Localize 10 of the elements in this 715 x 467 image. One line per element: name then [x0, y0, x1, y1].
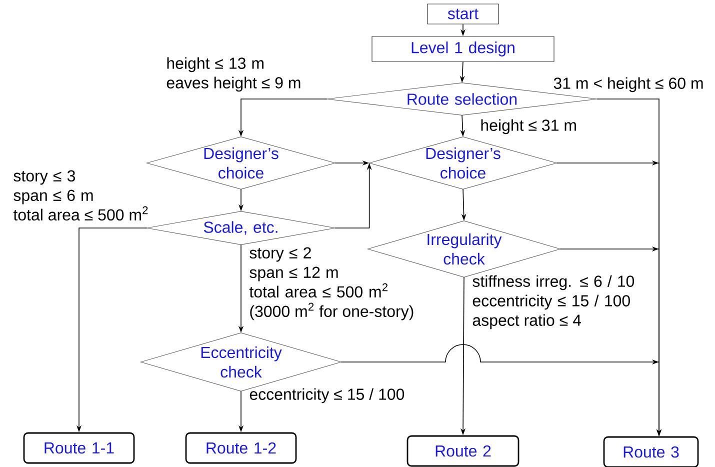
route-box: Route 3	[603, 436, 699, 467]
edge-label: story ≤ 3 span ≤ 6 m total area ≤ 500 m$^{2}$	[13, 170, 148, 221]
process-box: start	[427, 4, 499, 24]
edge-label: stiffness irreg. ≤ 6 / 10 eccentricity ≤ 15 / 100 aspect ratio ≤ 4	[472, 275, 634, 330]
edge-label: height ≤ 13 m eaves height ≤ 9 m	[166, 57, 300, 92]
route-box: Route 1-2	[185, 432, 297, 464]
route-box: Route 1-1	[23, 432, 135, 464]
route-box: Route 2	[406, 435, 520, 467]
edge-label: height ≤ 31 m	[481, 119, 576, 134]
process-box: Level 1 design	[372, 36, 554, 62]
